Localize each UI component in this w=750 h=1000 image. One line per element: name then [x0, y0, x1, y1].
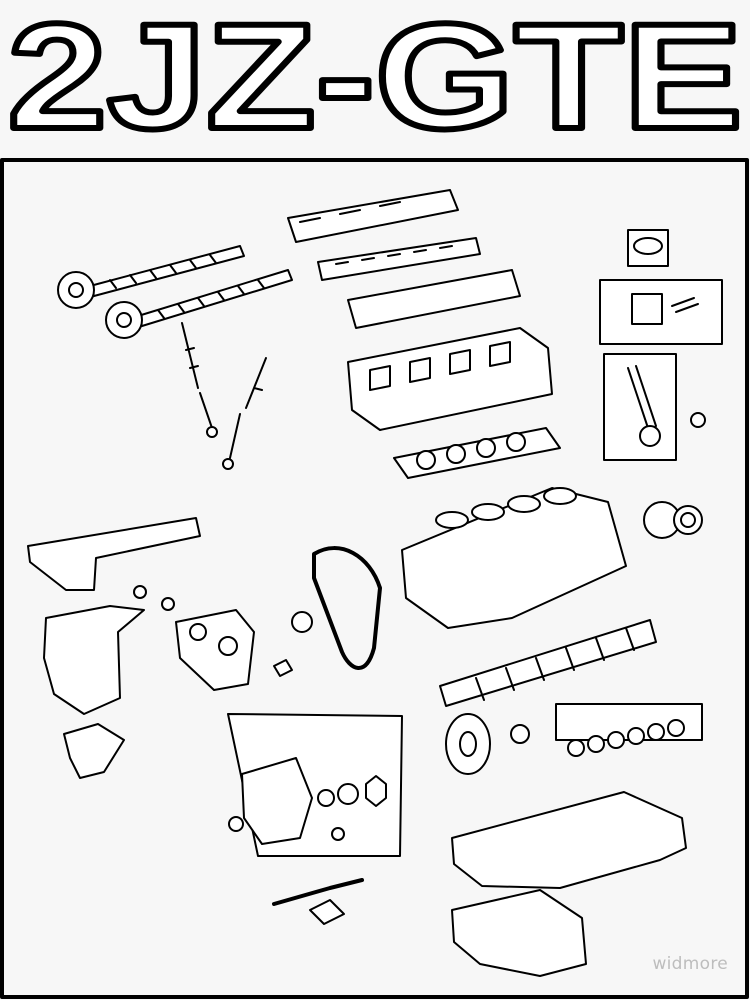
crank-pulley-nut: [510, 724, 530, 744]
idler-pulley-1: [133, 585, 147, 599]
engine-title: 2JZ-GTE: [5, 0, 746, 150]
camshaft-exhaust: [105, 269, 293, 339]
oil-pump-housing: [175, 609, 255, 691]
cylinder-head: [347, 327, 553, 431]
rear-oil-seal: [643, 501, 703, 539]
camshaft-intake: [57, 245, 245, 309]
timing-cover-lower: [43, 605, 145, 779]
head-gasket: [393, 427, 561, 479]
water-pump-seal: [228, 816, 244, 832]
bearing-shell-icons: [567, 719, 685, 757]
timing-belt: [312, 546, 382, 670]
head-cover-gasket: [317, 237, 481, 281]
piston-ring-set: [627, 229, 669, 267]
exploded-engine-diagram: [0, 158, 749, 999]
crankshaft: [439, 619, 657, 707]
valve-train-parts: [181, 322, 267, 470]
water-pump-assembly: [227, 713, 403, 857]
oil-strainer: [272, 878, 364, 925]
rod-nut: [690, 412, 706, 428]
connecting-rod: [603, 353, 677, 461]
tensioner-pulley: [291, 611, 313, 633]
small-bracket: [273, 659, 293, 677]
valve-cover: [287, 189, 459, 243]
timing-belt-cover: [27, 517, 201, 591]
crank-pulley: [445, 713, 491, 775]
piston-with-pin: [599, 279, 723, 345]
oil-pan-upper: [451, 791, 687, 889]
oil-pan-lower: [451, 889, 587, 977]
water-pump-cap: [331, 827, 345, 841]
cam-housing: [347, 269, 521, 329]
engine-title-text: 2JZ-GTE: [8, 0, 743, 150]
cylinder-block: [401, 487, 627, 629]
watermark: widmore: [652, 954, 728, 974]
idler-pulley-2: [161, 597, 175, 611]
diagram-border: [0, 158, 749, 999]
